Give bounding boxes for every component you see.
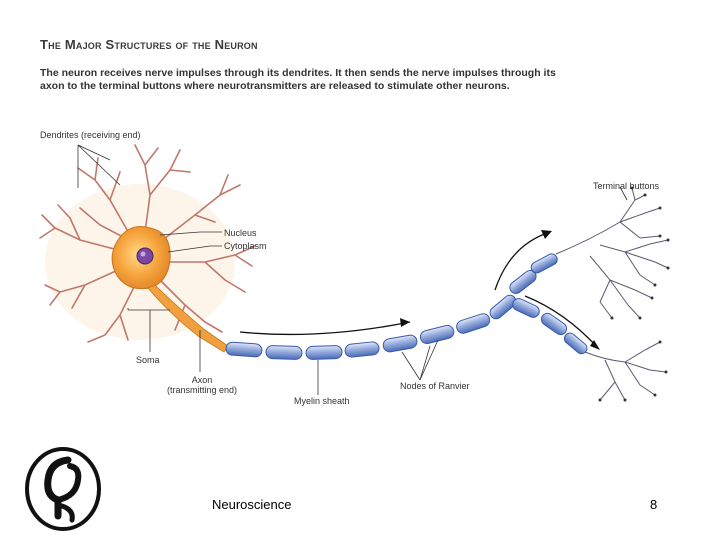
terminal-branches-lower xyxy=(584,341,667,401)
impulse-arrows xyxy=(239,231,599,349)
myelin-sheath xyxy=(225,253,588,360)
terminal-branches-upper xyxy=(555,187,669,319)
label-cytoplasm: Cytoplasm xyxy=(224,241,267,251)
label-soma: Soma xyxy=(136,355,160,365)
dendrites xyxy=(39,144,256,343)
label-axon: Axon (transmitting end) xyxy=(160,375,244,395)
terminal-buttons-upper xyxy=(610,186,670,320)
leader-lines xyxy=(77,144,628,395)
footer-course-title: Neuroscience xyxy=(212,497,292,512)
label-nodes-of-ranvier: Nodes of Ranvier xyxy=(400,381,470,391)
logo-icon xyxy=(25,447,101,531)
nucleolus xyxy=(140,251,146,257)
label-nucleus: Nucleus xyxy=(224,228,257,238)
diagram-title: The Major Structures of the Neuron xyxy=(40,37,258,52)
axon-hillock xyxy=(147,284,229,353)
diagram-caption: The neuron receives nerve impulses throu… xyxy=(40,67,556,92)
label-axon-line1: Axon xyxy=(191,375,213,385)
label-terminal-buttons: Terminal buttons xyxy=(593,181,660,191)
nucleus xyxy=(136,247,154,265)
label-myelin-sheath: Myelin sheath xyxy=(294,396,350,406)
label-axon-line2: (transmitting end) xyxy=(166,385,238,395)
page-number: 8 xyxy=(650,497,658,512)
label-dendrites: Dendrites (receiving end) xyxy=(40,130,141,140)
terminal-buttons-lower xyxy=(598,340,668,402)
arrowheads xyxy=(400,230,600,350)
